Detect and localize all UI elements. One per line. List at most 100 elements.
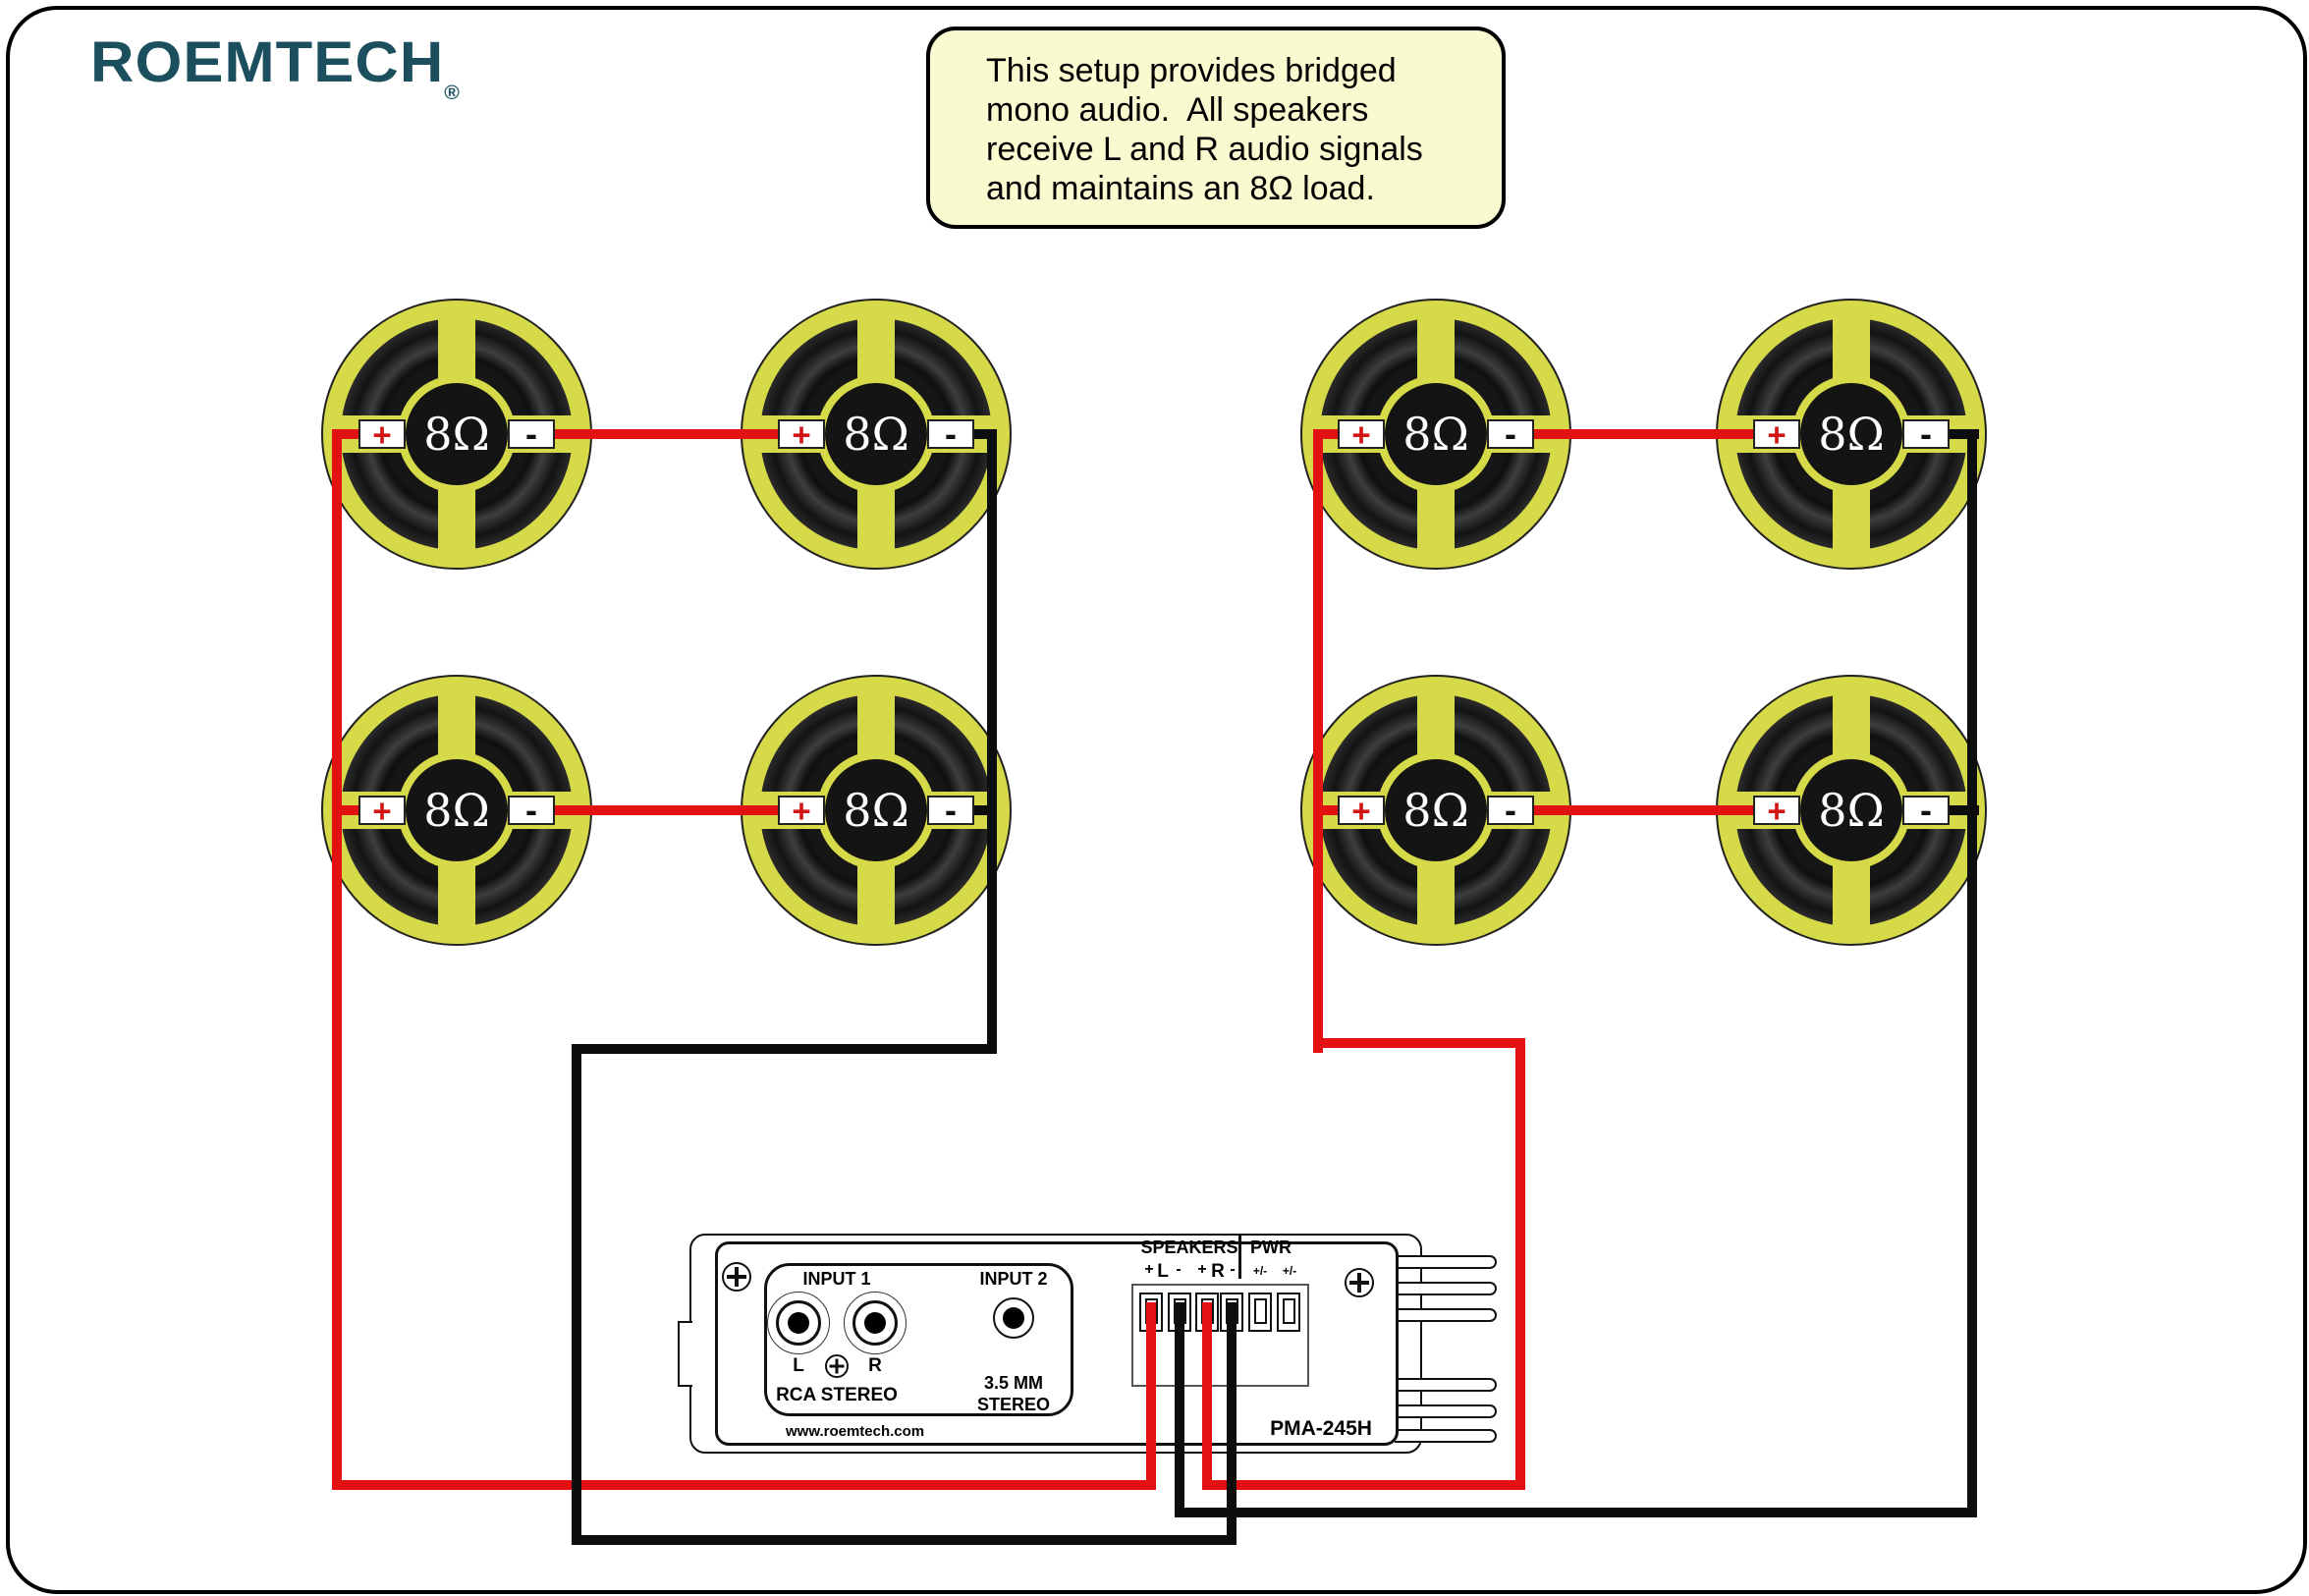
heatsink-fin xyxy=(1395,1429,1497,1443)
jack-label-l: L xyxy=(793,1355,804,1376)
speaker-impedance-label: 8Ω xyxy=(1385,759,1487,861)
speaker-impedance-label: 8Ω xyxy=(406,383,508,485)
wire-red-link-s3-s4 xyxy=(555,805,781,815)
speaker-spoke xyxy=(1833,314,1870,385)
terminal-sign: - xyxy=(1176,1261,1182,1278)
heatsink-fin xyxy=(1395,1308,1497,1322)
speaker-impedance-label: 8Ω xyxy=(1800,383,1902,485)
wire-black-bottom-high xyxy=(1175,1508,1977,1517)
wire-red-link-s1-s2 xyxy=(555,429,781,439)
terminal-plus: + xyxy=(1338,795,1385,827)
terminal-minus: - xyxy=(1487,416,1534,452)
heatsink-fin xyxy=(1395,1378,1497,1392)
wire-black-bottom-low xyxy=(572,1535,1237,1545)
speakers-header: SPEAKERS xyxy=(1140,1238,1238,1257)
terminal-sign: + xyxy=(1144,1261,1154,1278)
heatsink-fin xyxy=(1395,1282,1497,1295)
speaker-spoke xyxy=(857,314,895,385)
wire-red-link-s7-s8 xyxy=(1532,805,1758,815)
note-line: This setup provides bridged xyxy=(986,52,1397,89)
screw-icon xyxy=(1345,1268,1374,1297)
screw-icon xyxy=(722,1262,751,1292)
speaker-impedance-label: 8Ω xyxy=(825,383,927,485)
registered-mark: ® xyxy=(444,83,460,104)
terminal-minus: - xyxy=(927,416,974,452)
mini-jack-type-line1: 3.5 MM xyxy=(983,1373,1044,1393)
terminal-minus: - xyxy=(508,416,555,452)
terminal-plus: + xyxy=(778,418,825,451)
speaker-impedance-label: 8Ω xyxy=(825,759,927,861)
wire-red-right-vertical xyxy=(1313,429,1323,1053)
screw-slot xyxy=(835,1358,839,1374)
terminal-plus: + xyxy=(1753,418,1800,451)
speaker-spoke xyxy=(1417,483,1455,554)
speaker-spoke xyxy=(1417,690,1455,761)
wire-red-right-down xyxy=(1515,1038,1525,1490)
wire-red-stub-s3 xyxy=(332,805,365,815)
terminal-plus: + xyxy=(1338,418,1385,451)
speaker-impedance-label: 8Ω xyxy=(1800,759,1902,861)
terminal-pwr-2 xyxy=(1277,1293,1300,1332)
pwr-header: PWR xyxy=(1250,1238,1292,1257)
diagram-border xyxy=(6,6,2307,1594)
mini-jack-type-line2: STEREO xyxy=(976,1395,1051,1414)
terminal-plus: + xyxy=(358,418,406,451)
speaker-spoke xyxy=(857,859,895,930)
note-box: This setup provides bridged mono audio. … xyxy=(926,27,1506,229)
terminal-minus: - xyxy=(508,793,555,828)
speaker-spoke xyxy=(1417,314,1455,385)
wire-red-bottom-left xyxy=(332,1480,1156,1490)
input2-label: INPUT 2 xyxy=(979,1269,1048,1289)
screw-slot xyxy=(735,1267,739,1287)
wire-red-stub-s1 xyxy=(332,429,365,439)
roemtech-logo: ROEMTECH® xyxy=(90,29,460,105)
terminal-plus: + xyxy=(778,795,825,827)
wire-black-stub-s8 xyxy=(1950,805,1979,815)
wire-red-stub-s5 xyxy=(1313,429,1343,439)
heatsink-fin xyxy=(1395,1255,1497,1269)
wire-black-terminal-l-minus xyxy=(1175,1302,1184,1517)
speaker-spoke xyxy=(857,483,895,554)
wire-black-left-down xyxy=(572,1044,581,1545)
rca-jack-left-center xyxy=(788,1312,809,1334)
speaker-spoke xyxy=(438,314,475,385)
terminal-sign: - xyxy=(1230,1261,1236,1278)
model-label: PMA-245H xyxy=(1270,1417,1372,1440)
terminal-sign: R xyxy=(1211,1261,1225,1282)
jack-label-r: R xyxy=(868,1355,882,1376)
wire-black-mid-horizontal xyxy=(572,1044,997,1054)
wire-red-terminal-plus-r xyxy=(1202,1302,1212,1490)
terminal-minus: - xyxy=(927,793,974,828)
speaker-impedance-label: 8Ω xyxy=(1385,383,1487,485)
screw-slot xyxy=(1357,1273,1361,1293)
terminal-plus: + xyxy=(358,795,406,827)
speaker-spoke xyxy=(1833,859,1870,930)
amp-mounting-tab xyxy=(678,1321,692,1387)
logo-text: ROEMTECH xyxy=(90,30,445,94)
terminal-plus: + xyxy=(1753,795,1800,827)
screw-icon xyxy=(825,1354,849,1378)
terminal-pwr-1 xyxy=(1248,1293,1272,1332)
note-line: and maintains an 8Ω load. xyxy=(986,170,1375,207)
wire-red-right-mid-horizontal xyxy=(1313,1038,1525,1048)
terminal-sign: + xyxy=(1197,1261,1207,1278)
website-label: www.roemtech.com xyxy=(786,1423,925,1440)
speaker-spoke xyxy=(438,483,475,554)
terminal-minus: - xyxy=(1902,793,1950,828)
speaker-spoke xyxy=(438,859,475,930)
heatsink-fin xyxy=(1395,1404,1497,1418)
header-divider xyxy=(1238,1234,1241,1279)
terminal-sign: L xyxy=(1157,1261,1169,1282)
wire-red-bottom-right xyxy=(1202,1480,1525,1490)
terminal-minus: - xyxy=(1487,793,1534,828)
mini-jack-center xyxy=(1003,1307,1024,1329)
terminal-sign: +/- xyxy=(1282,1264,1297,1278)
rca-jack-right-outer xyxy=(844,1292,907,1354)
rca-jack-left-outer xyxy=(767,1292,830,1354)
rca-jack-left-ring xyxy=(776,1300,821,1346)
wire-red-terminal-plus-l xyxy=(1146,1302,1156,1490)
wire-black-terminal-r-minus xyxy=(1227,1302,1237,1545)
note-line: receive L and R audio signals xyxy=(986,131,1423,168)
terminal-minus: - xyxy=(1902,416,1950,452)
note-line: mono audio. All speakers xyxy=(986,91,1369,129)
